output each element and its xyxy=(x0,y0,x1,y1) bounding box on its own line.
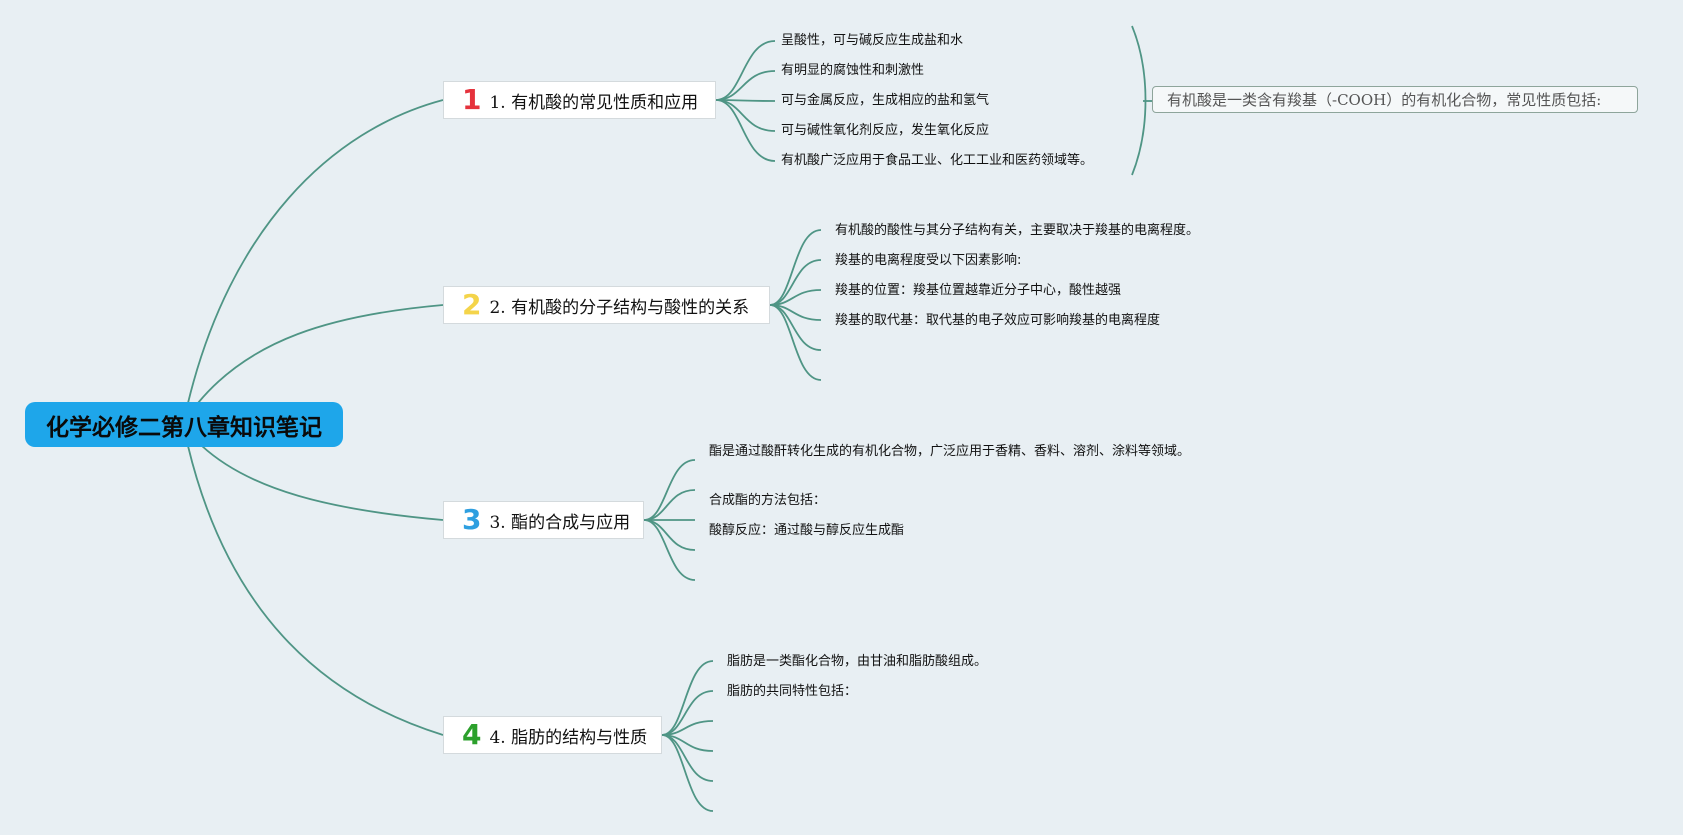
branch-2-leaf-link-6 xyxy=(769,304,822,381)
branch-2-leaf-link-5 xyxy=(769,304,822,351)
branch-3-label: 3. 酯的合成与应用 xyxy=(489,512,631,533)
branch-4-leaf-link-1 xyxy=(661,660,714,736)
branch-4-leaf-link-5 xyxy=(661,734,714,782)
branch-1-leaf-link-1 xyxy=(715,40,776,101)
branch-2-leaf-link-2 xyxy=(769,259,822,306)
branch-2-topic[interactable]: 2 2. 有机酸的分子结构与酸性的关系 xyxy=(443,286,770,324)
branch-1-leaf-2[interactable]: 有明显的腐蚀性和刺激性 xyxy=(781,63,925,78)
branch-4-leaf-link-2 xyxy=(661,690,714,736)
branch-3-leaf-link-2 xyxy=(643,489,696,521)
branch-2-label: 2. 有机酸的分子结构与酸性的关系 xyxy=(489,297,750,318)
branch-1-number-icon: 1 xyxy=(462,83,482,116)
branch-1-leaf-link-4 xyxy=(715,99,776,132)
branch-1-leaf-3[interactable]: 可与金属反应，生成相应的盐和氢气 xyxy=(781,93,990,108)
branch-4-leaf-link-6 xyxy=(661,734,714,812)
root-link-3 xyxy=(201,445,444,521)
branch-3-leaf-2[interactable]: 合成酯的方法包括： xyxy=(709,493,827,508)
branch-1-topic[interactable]: 1 1. 有机酸的常见性质和应用 xyxy=(443,81,716,119)
branch-2-leaf-2[interactable]: 羧基的电离程度受以下因素影响: xyxy=(835,253,1022,268)
branch-3-topic[interactable]: 3 3. 酯的合成与应用 xyxy=(443,501,644,539)
branch-1-leaf-1[interactable]: 呈酸性，可与碱反应生成盐和水 xyxy=(781,33,964,48)
branch-2-leaf-1[interactable]: 有机酸的酸性与其分子结构有关，主要取决于羧基的电离程度。 xyxy=(835,223,1200,238)
branch-1-leaf-link-5 xyxy=(715,99,776,162)
branch-4-leaf-1[interactable]: 脂肪是一类酯化合物，由甘油和脂肪酸组成。 xyxy=(727,654,988,669)
branch-2-leaf-link-1 xyxy=(769,229,822,306)
branch-3-leaf-link-5 xyxy=(643,519,696,581)
branch-4-leaf-2[interactable]: 脂肪的共同特性包括： xyxy=(727,684,858,699)
summary-note-label: 有机酸是一类含有羧基（-COOH）的有机化合物，常见性质包括: xyxy=(1167,91,1602,109)
branch-2-leaf-4[interactable]: 羧基的取代基：取代基的电子效应可影响羧基的电离程度 xyxy=(835,313,1161,328)
branch-4-topic[interactable]: 4 4. 脂肪的结构与性质 xyxy=(443,716,662,754)
root-link-4 xyxy=(187,445,444,736)
root-link-2 xyxy=(197,304,444,404)
branch-4-number-icon: 4 xyxy=(462,718,482,751)
root-topic-label: 化学必修二第八章知识笔记 xyxy=(46,414,322,441)
branch-3-leaf-link-1 xyxy=(643,459,696,521)
branch-1-summary-note[interactable]: 有机酸是一类含有羧基（-COOH）的有机化合物，常见性质包括: xyxy=(1152,86,1638,113)
root-link-1 xyxy=(187,99,444,404)
root-topic[interactable]: 化学必修二第八章知识笔记 xyxy=(25,402,343,447)
branch-3-leaf-3[interactable]: 酸醇反应：通过酸与醇反应生成酯 xyxy=(709,523,905,538)
branch-2-number-icon: 2 xyxy=(462,288,482,321)
branch-3-number-icon: 3 xyxy=(462,503,482,536)
branch-3-leaf-1[interactable]: 酯是通过酸酐转化生成的有机化合物，广泛应用于香精、香料、溶剂、涂料等领域。 xyxy=(709,444,1191,459)
branch-1-label: 1. 有机酸的常见性质和应用 xyxy=(489,92,699,113)
branch-1-leaf-4[interactable]: 可与碱性氧化剂反应，发生氧化反应 xyxy=(781,123,990,138)
branch-3-leaf-link-4 xyxy=(643,519,696,551)
branch-1-leaf-link-2 xyxy=(715,70,776,101)
branch-1-leaf-5[interactable]: 有机酸广泛应用于食品工业、化工工业和医药领域等。 xyxy=(781,153,1094,168)
branch-2-leaf-3[interactable]: 羧基的位置：羧基位置越靠近分子中心，酸性越强 xyxy=(835,283,1122,298)
branch-4-label: 4. 脂肪的结构与性质 xyxy=(489,727,648,748)
